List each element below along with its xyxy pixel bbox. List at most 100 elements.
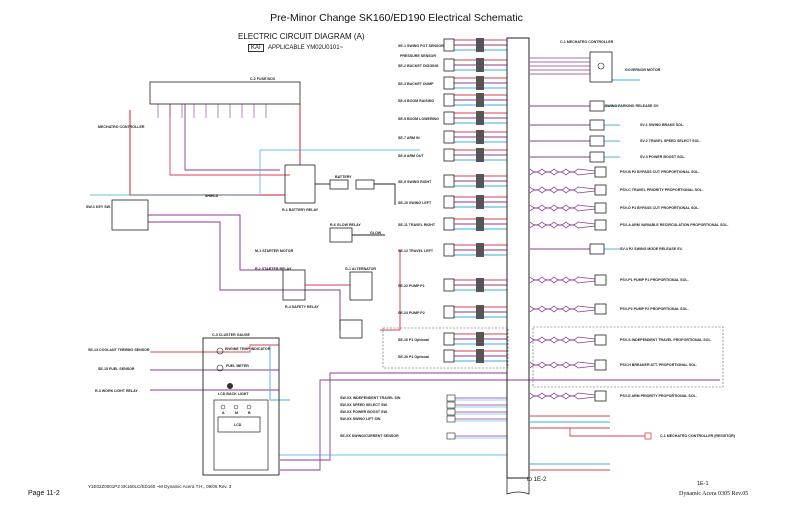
twisted-pair-wire (529, 189, 596, 194)
mechatro-label: MECHATRO CONTROLLER (98, 125, 145, 129)
proportional-solenoid-icon (594, 334, 607, 346)
sensor-connector (443, 93, 455, 107)
cluster-gauge-label: C-3 CLUSTER GAUGE (212, 333, 251, 337)
canbus-wire (280, 379, 720, 471)
switch-symbol (446, 401, 456, 409)
connector-pin-block (476, 93, 484, 107)
connector-pin-block (476, 38, 484, 52)
output-label: PSV-H BREAKER ATT. PROPORTIONAL SOL. (620, 363, 697, 367)
starter-relay-label: R-2 STARTER RELAY (255, 267, 292, 271)
output-label: C-1 MECHATRO CONTROLLER (RESISTOR) (660, 434, 736, 438)
twisted-pair-wire (529, 392, 596, 397)
sensor-connector (443, 217, 455, 231)
twisted-pair-wire (529, 395, 596, 400)
motor-symbol-icon (597, 62, 605, 70)
connector-pin-block (476, 243, 484, 257)
sensor-connector (443, 349, 455, 363)
pressure-sensor-label: PRESSURE SENSOR (400, 54, 436, 58)
battery-relay-label: R-1 BATTERY RELAY (282, 208, 319, 212)
proportional-solenoid-icon (594, 359, 607, 371)
switch-label: SW-XX POWER BOOST SW. (340, 410, 388, 414)
starter-motor-label: M-1 STARTER MOTOR (255, 249, 294, 253)
proportional-solenoid-icon (594, 184, 607, 196)
twisted-pair-wire (529, 276, 596, 281)
output-label: SV-3 POWER BOOST SOL. (640, 155, 686, 159)
engine-temp-label: ENGINE TEMP INDICATOR (225, 347, 271, 351)
coolant-sensor-label: SE-13 COOLANT THERMO SENSOR (88, 348, 150, 352)
optional-group (382, 327, 509, 369)
glow-relay (329, 227, 353, 243)
twisted-pair-wire (529, 224, 596, 229)
twisted-pair-wire (529, 186, 596, 191)
main-power-wire (129, 110, 285, 196)
applicable-serial: APPLICABLE YM02U0101~ (268, 45, 344, 51)
lcd-back-light-label: LCD BACK LIGHT (218, 392, 249, 396)
lcd-button-m (233, 404, 239, 410)
connector-pin-block (476, 148, 484, 162)
sensor-connector (443, 195, 455, 209)
sensor-label: SE-3 BUCKET DUMP (398, 82, 434, 86)
twisted-pair-wire (529, 339, 596, 344)
connector-pin-block (476, 217, 484, 231)
sensor-connector (443, 58, 455, 72)
alternator-wire (380, 250, 401, 331)
shield-wire (90, 149, 420, 196)
switch-label: SW-XX SPEED SELECT SW. (340, 403, 388, 407)
sensor-connector (443, 305, 455, 319)
safety-relay (282, 269, 306, 301)
output-label: PSV-A ARM VARIABLE RECIRCULATION PROPORT… (620, 223, 729, 227)
battery-label: BATTERY (335, 175, 352, 179)
output-label: PSV-P2 PUMP P2 PROPORTIONAL SOL. (620, 307, 689, 311)
twisted-pair-wire (529, 305, 596, 310)
temp-gauge-icon (216, 347, 224, 355)
sensor-label: SE-7 ARM IN (398, 136, 420, 140)
sensor-label: SE-12 TRAVEL LEFT (398, 249, 434, 253)
twisted-pair-wire (529, 279, 596, 284)
battery-relay (284, 164, 316, 204)
sensor-connector (443, 111, 455, 125)
canbus-wire-2 (280, 372, 507, 461)
solenoid-valve-icon (589, 100, 605, 112)
fuel-gauge-icon (216, 364, 224, 372)
shield-label: SHIELD (205, 194, 219, 198)
mechatro-controller-box (506, 37, 530, 479)
key-acc-wire (148, 221, 341, 330)
twisted-pair-wire (529, 361, 596, 366)
switch-symbol (446, 415, 456, 423)
output-label: PSV-C TRAVEL PRIORITY PROPORTIONAL SOL. (620, 188, 703, 192)
solenoid-valve-icon (589, 151, 605, 163)
twisted-pair-wire (529, 308, 596, 313)
sensor-label: SE-22 PUMP P1 (398, 284, 425, 288)
output-label: PSV-P1 PUMP P1 PROPORTIONAL SOL. (620, 278, 689, 282)
output-label: SV-2 TRAVEL SPEED SELECT SOL. (640, 139, 701, 143)
lcd-button-m-label: M (235, 411, 238, 415)
sensor-connector (443, 174, 455, 188)
twisted-pair-wire (529, 168, 596, 173)
twisted-pair-wire (529, 336, 596, 341)
lcd-label: LCD (234, 423, 242, 427)
safety-relay-label: R-4 SAFETY RELAY (285, 305, 319, 309)
switch-label: SW-XX SWING LIFT SW. (340, 417, 381, 421)
coolant-wire (150, 344, 279, 353)
sensor-connector (443, 243, 455, 257)
key-start-wire (148, 214, 283, 271)
optional-output-group (532, 326, 724, 388)
fuse-box (149, 81, 301, 105)
solenoid-valve-icon (589, 119, 605, 131)
connector-pin-block (476, 278, 484, 292)
lcd-button-a (220, 404, 226, 410)
twisted-pair-wire (529, 204, 596, 209)
twisted-pair-wire (529, 364, 596, 369)
switch-symbol (446, 408, 456, 416)
sheet-number: 1E-1 (697, 481, 709, 487)
alternator-label: G-1 ALTERNATOR (345, 267, 376, 271)
sensor-label: SE-23 PUMP P2 (398, 311, 425, 315)
connector-pin-block (476, 111, 484, 125)
revision: Dynamic Acera 0305 Rev.05 (679, 491, 749, 497)
battery-1 (329, 179, 349, 190)
fuel-sensor-label: SE-15 FUEL SENSOR (98, 367, 135, 371)
resistor-link-wire (569, 428, 645, 437)
output-label: GOVERNOR MOTOR (625, 68, 661, 72)
lcd-button-a-label: A (222, 411, 225, 415)
controller-label: C-1 MECHATRO CONTROLLER (560, 40, 614, 44)
